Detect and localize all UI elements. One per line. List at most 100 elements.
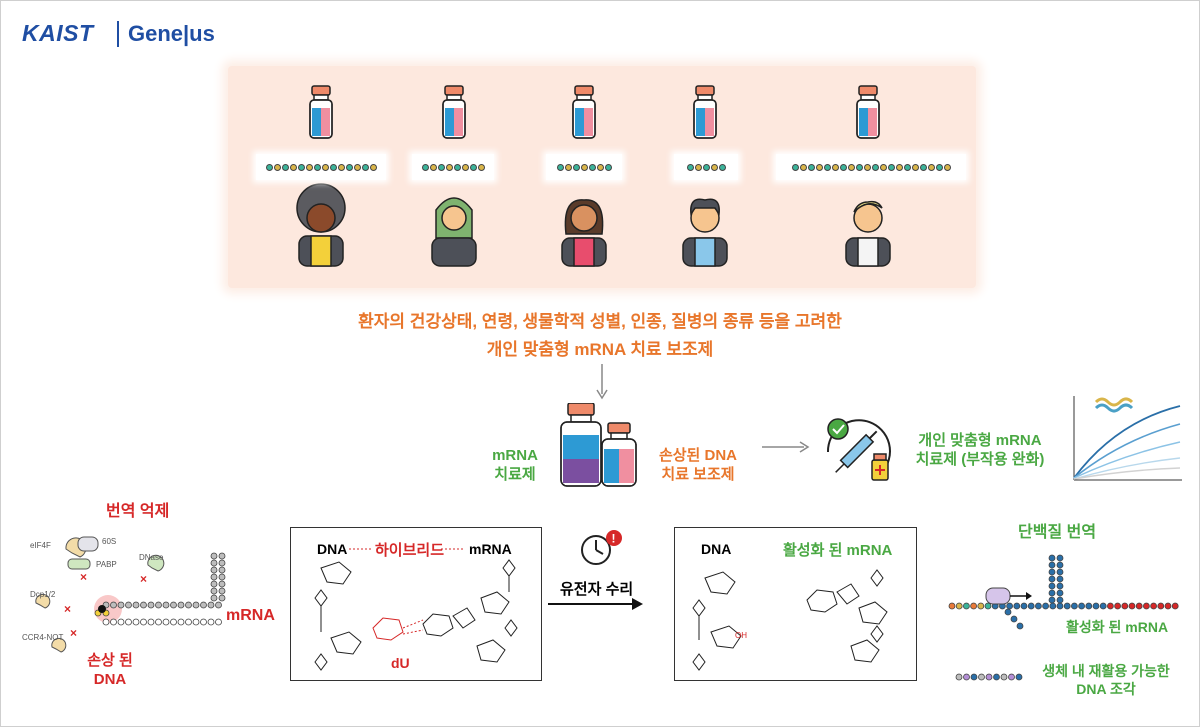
patient-icon-1: [296, 183, 346, 267]
sequence-strip-4: [674, 154, 738, 180]
svg-text:!: !: [612, 532, 616, 546]
sequence-bead: [863, 163, 871, 171]
vial-icon: [572, 85, 596, 139]
sequence-bead: [1150, 602, 1158, 610]
sequence-bead: [1135, 602, 1143, 610]
sequence-bead: [1085, 602, 1093, 610]
clock-alert-icon: !: [581, 530, 622, 565]
logo-separator: [117, 21, 119, 47]
sequence-bead: [984, 602, 992, 610]
mrna-therapy-label: mRNA 치료제: [492, 447, 538, 483]
svg-text:OH: OH: [735, 631, 747, 640]
sequence-bead: [572, 163, 580, 171]
vial-icon: [309, 85, 333, 139]
sequence-bead: [1092, 602, 1100, 610]
syringe-check-icon: [826, 418, 891, 481]
sequence-bead: [117, 601, 125, 609]
sequence-bead: [887, 163, 895, 171]
sequence-bead: [831, 163, 839, 171]
sequence-bead: [177, 601, 185, 609]
sequence-bead: [1157, 602, 1165, 610]
sequence-bead: [281, 163, 289, 171]
sequence-strip-2: [412, 154, 494, 180]
sequence-bead: [155, 618, 162, 626]
60s-label: 60S: [102, 537, 117, 546]
sequence-bead: [117, 618, 125, 626]
sequence-bead: [895, 163, 903, 171]
sequence-bead: [162, 618, 170, 626]
sequence-bead: [1048, 568, 1056, 576]
vial-icon: [856, 85, 880, 139]
sequence-bead: [445, 163, 453, 171]
sequence-bead: [1000, 673, 1008, 681]
sequence-bead: [1016, 622, 1024, 630]
sequence-bead: [686, 163, 694, 171]
top-caption-line-2: 개인 맞춤형 mRNA 치료 보조제: [486, 340, 714, 359]
sequence-bead: [337, 163, 345, 171]
sequence-bead: [110, 618, 117, 626]
sequence-bead: [369, 163, 377, 171]
sequence-bead: [815, 163, 823, 171]
sequence-bead: [919, 163, 927, 171]
sequence-bead: [461, 163, 469, 171]
sequence-bead: [289, 163, 297, 171]
sequence-bead: [185, 618, 192, 626]
sequence-bead: [329, 163, 337, 171]
sequence-bead: [353, 163, 361, 171]
kaist-logo: KAIST: [22, 20, 94, 46]
sequence-bead: [218, 559, 226, 567]
sequence-bead: [978, 673, 985, 681]
sequence-strip-5: [776, 154, 966, 180]
sequence-bead: [1056, 589, 1064, 597]
sequence-bead: [218, 573, 226, 581]
sequence-bead: [1063, 602, 1071, 610]
sequence-bead: [1042, 602, 1049, 610]
sequence-bead: [927, 163, 935, 171]
repression-illustration: × × × ×: [35, 536, 226, 653]
sequence-bead: [1099, 602, 1107, 610]
sequence-bead: [210, 559, 218, 567]
sequence-bead: [477, 163, 485, 171]
sequence-bead: [218, 594, 226, 602]
sequence-bead: [218, 587, 226, 595]
sequence-bead: [102, 618, 110, 626]
hybrid-chemical-structure: [314, 548, 518, 671]
vial-icon: [693, 85, 717, 139]
sequence-bead: [1056, 582, 1064, 590]
sequence-bead: [694, 163, 702, 171]
svg-text:×: ×: [140, 572, 147, 586]
sequence-bead: [985, 673, 993, 681]
sequence-bead: [993, 673, 1000, 681]
sequence-bead: [1142, 602, 1150, 610]
sequence-bead: [564, 163, 572, 171]
sequence-bead: [170, 601, 177, 609]
damaged-dna-red-label: 손상 된 DNA: [87, 652, 133, 688]
sequence-bead: [210, 580, 218, 588]
patient-icon-5: [845, 200, 891, 267]
activated-mrna-small-label: 활성화 된 mRNA: [1066, 619, 1169, 635]
sequence-bead: [429, 163, 437, 171]
sequence-bead: [1078, 602, 1086, 610]
dnase-label: DNase: [139, 553, 164, 562]
sequence-bead: [1049, 602, 1057, 610]
sequence-bead: [955, 602, 963, 610]
down-arrow-icon: [596, 364, 608, 400]
sequence-bead: [313, 163, 321, 171]
sequence-bead: [1048, 575, 1056, 583]
sequence-bead: [977, 602, 985, 610]
sequence-bead: [125, 618, 132, 626]
sequence-bead: [210, 552, 218, 560]
right-arrow-icon: [762, 441, 810, 453]
sequence-strip-1: [256, 154, 386, 180]
sequence-bead: [437, 163, 445, 171]
sequence-bead: [970, 602, 978, 610]
geneius-logo: Gene|us: [128, 21, 215, 46]
sequence-bead: [297, 163, 305, 171]
sequence-bead: [345, 163, 353, 171]
translation-repression-title: 번역 억제: [106, 503, 170, 520]
sequence-bead: [807, 163, 815, 171]
sequence-bead: [1010, 615, 1018, 623]
personalized-therapy-label: 개인 맞춤형 mRNA 치료제 (부작용 완화): [915, 432, 1045, 468]
sequence-bead: [110, 601, 117, 609]
eif4f-label: eIF4F: [30, 541, 51, 550]
